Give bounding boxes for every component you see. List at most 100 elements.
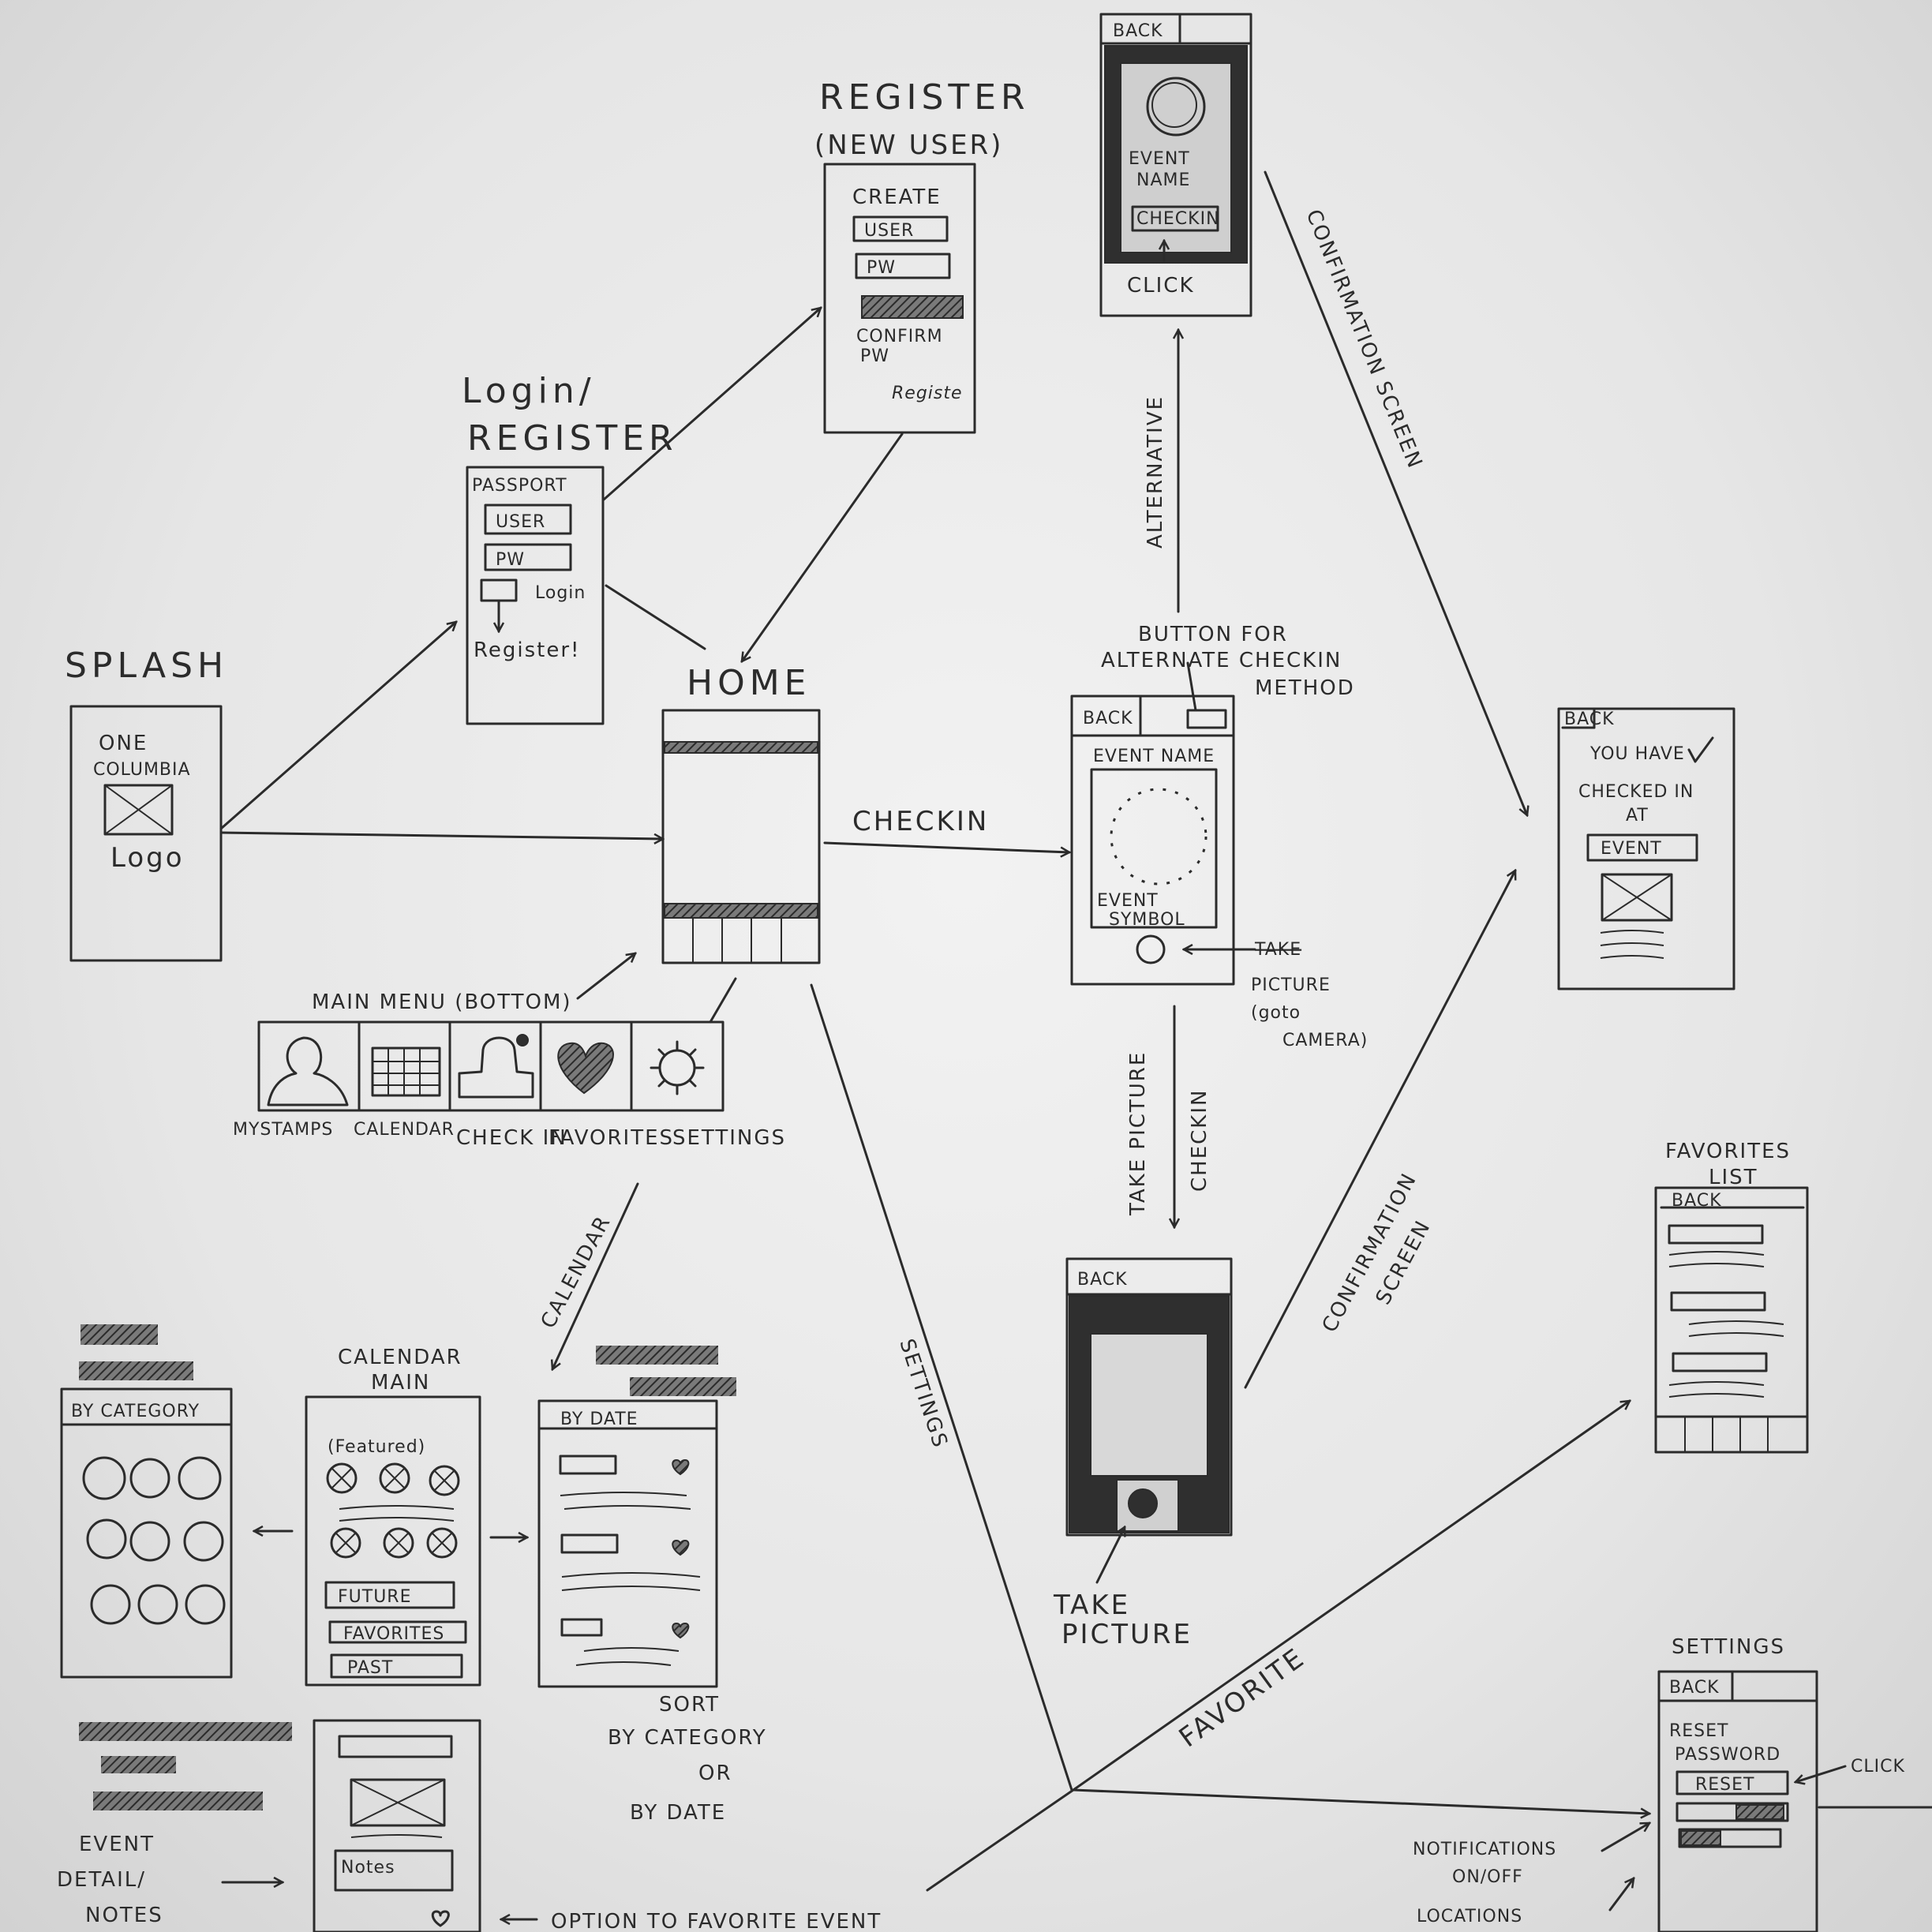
- take-picture-note-2: PICTURE: [1061, 1619, 1193, 1650]
- register-create: CREATE: [852, 185, 942, 209]
- confirm-line-2: CHECKED IN: [1578, 782, 1694, 802]
- register-pw-field: [855, 253, 951, 279]
- register-title-2: (NEW USER): [814, 129, 1003, 161]
- past-label: PAST: [347, 1658, 393, 1678]
- featured-items: [326, 1462, 460, 1496]
- alternative-arrow-label: ALTERNATIVE: [1144, 395, 1167, 549]
- take-picture-note-1: TAKE: [1053, 1589, 1130, 1621]
- camera-screen: BACK TAKE PICTURE: [1053, 1257, 1233, 1650]
- splash-title: SPLASH: [65, 646, 228, 686]
- featured-label: (Featured): [328, 1437, 425, 1457]
- event-detail-note-1: EVENT: [79, 1833, 155, 1856]
- favorites-screen: FAVORITES LIST BACK: [1654, 1140, 1809, 1454]
- goto-label-2: CAMERA): [1282, 1031, 1368, 1050]
- login-header: PASSPORT: [472, 476, 567, 496]
- take-label-struck: TAKE: [1254, 940, 1301, 960]
- event-detail-screen: EVENT DETAIL/ NOTES Notes OPTION TO FAVO…: [57, 1719, 880, 1932]
- settings-click-note: CLICK: [1851, 1757, 1905, 1777]
- calendar-date-screen: BY DATE SORT BY CATEGORY OR BY DATE: [537, 1346, 767, 1825]
- confirm-event-label: EVENT: [1601, 839, 1662, 859]
- register-link: Register!: [474, 638, 580, 662]
- locations-toggle: [1678, 1828, 1782, 1848]
- calendar-main-screen: CALENDAR MAIN (Featured) FUTURE FAVORITE…: [254, 1346, 527, 1687]
- future-button: [324, 1581, 455, 1609]
- logo-placeholder: [103, 784, 174, 836]
- notifications-toggle: [1676, 1802, 1789, 1822]
- login-title-2: REGISTER: [467, 418, 678, 459]
- confirm-pw-field: [861, 295, 964, 319]
- picture-label: PICTURE: [1251, 975, 1331, 995]
- calendar-arrow-label: CALENDAR: [537, 1211, 616, 1332]
- by-date-header: BY DATE: [560, 1410, 638, 1429]
- confirm-line-3: AT: [1626, 806, 1649, 826]
- checkin-event-name: EVENT NAME: [1093, 747, 1215, 766]
- sort-note-1: SORT: [659, 1693, 720, 1717]
- alt-checkin-screen: BACK EVENT NAME CHECKIN CLICK: [1099, 13, 1252, 317]
- take-picture-arrow-label: TAKE PICTURE: [1126, 1051, 1150, 1216]
- alt-note-3: METHOD: [1255, 676, 1355, 700]
- calendar-icon: [371, 1046, 441, 1097]
- register-confirm-1: CONFIRM: [856, 327, 943, 346]
- take-picture-button: [1136, 934, 1166, 964]
- home-title: HOME: [687, 663, 811, 703]
- favorites-back-button: BACK: [1672, 1191, 1722, 1211]
- alt-back-button: BACK: [1113, 21, 1163, 41]
- confirm-line-1: YOU HAVE: [1589, 744, 1685, 764]
- goto-label-1: (goto: [1251, 1003, 1301, 1023]
- splash-screen: SPLASH ONE COLUMBIA Logo: [65, 646, 228, 962]
- event-logo-circle: [1146, 77, 1206, 137]
- calendar-main-title-1: CALENDAR: [338, 1346, 462, 1369]
- calendar-favorites-label: FAVORITES: [343, 1624, 444, 1644]
- menu-label-favorites: FAVORITES: [549, 1126, 674, 1150]
- stamp-icon: [458, 1036, 534, 1099]
- checkin-arrow-label: CHECKIN: [852, 806, 989, 837]
- confirmation-arrow-label-1: CONFIRMATION SCREEN: [1301, 206, 1428, 472]
- login-user-label: USER: [496, 512, 545, 532]
- checkin-vertical-label: CHECKIN: [1188, 1089, 1211, 1192]
- alt-event-label-2: NAME: [1136, 170, 1190, 190]
- main-menu: MAIN MENU (BOTTOM) MYSTAMPS CALENDAR CHE…: [233, 990, 786, 1150]
- checkin-back-button: BACK: [1083, 709, 1133, 728]
- settings-reset-label-1: RESET: [1669, 1721, 1729, 1741]
- gear-icon: [650, 1040, 705, 1095]
- event-detail-note-3: NOTES: [85, 1904, 163, 1927]
- past-button: [330, 1653, 463, 1679]
- calendar-category-screen: BY CATEGORY: [60, 1324, 233, 1679]
- login-pw-label: PW: [496, 550, 525, 570]
- alt-click-note: CLICK: [1127, 274, 1195, 298]
- alt-checkin-btn: [1131, 205, 1219, 232]
- sort-note-4: BY DATE: [630, 1801, 726, 1825]
- login-user-field: [484, 504, 572, 535]
- reset-button-label: RESET: [1695, 1775, 1755, 1795]
- home-screen: HOME: [661, 663, 821, 964]
- locations-note: LOCATIONS: [1417, 1907, 1522, 1926]
- person-icon: [267, 1036, 349, 1106]
- login-button: [480, 578, 518, 602]
- sort-note-2: BY CATEGORY: [608, 1726, 767, 1750]
- alt-note-2: ALTERNATE CHECKIN: [1101, 649, 1342, 672]
- register-user-label: USER: [864, 221, 914, 241]
- event-symbol-label-1: EVENT: [1097, 891, 1159, 911]
- event-heart-icon: [431, 1910, 450, 1927]
- notes-label: Notes: [341, 1858, 395, 1878]
- settings-reset-label-2: PASSWORD: [1675, 1745, 1780, 1765]
- register-screen: REGISTER (NEW USER) CREATE USER PW CONFI…: [814, 77, 1025, 434]
- event-symbol-placeholder: [1110, 788, 1208, 886]
- notifications-note-2: ON/OFF: [1452, 1867, 1523, 1887]
- settings-screen: SETTINGS BACK RESET PASSWORD RESET CLICK…: [1413, 1635, 1932, 1932]
- alt-event-label-1: EVENT: [1129, 149, 1190, 169]
- alt-checkin-button: [1186, 709, 1227, 729]
- event-symbol-label-2: SYMBOL: [1109, 910, 1185, 930]
- favorite-arrow-label: FAVORITE: [1174, 1642, 1312, 1754]
- favorites-title-2: LIST: [1709, 1166, 1758, 1189]
- confirm-image-placeholder: [1601, 873, 1673, 922]
- menu-label-settings: SETTINGS: [672, 1126, 786, 1150]
- calendar-main-title-2: MAIN: [371, 1371, 430, 1395]
- login-label: Login: [535, 583, 586, 603]
- splash-logo-label: Logo: [110, 842, 185, 874]
- menu-label-mystamps: MYSTAMPS: [233, 1120, 333, 1140]
- confirmation-screen: BACK YOU HAVE CHECKED IN AT EVENT: [1557, 707, 1735, 990]
- register-confirm-2: PW: [860, 346, 889, 366]
- heart-icon: [557, 1042, 614, 1095]
